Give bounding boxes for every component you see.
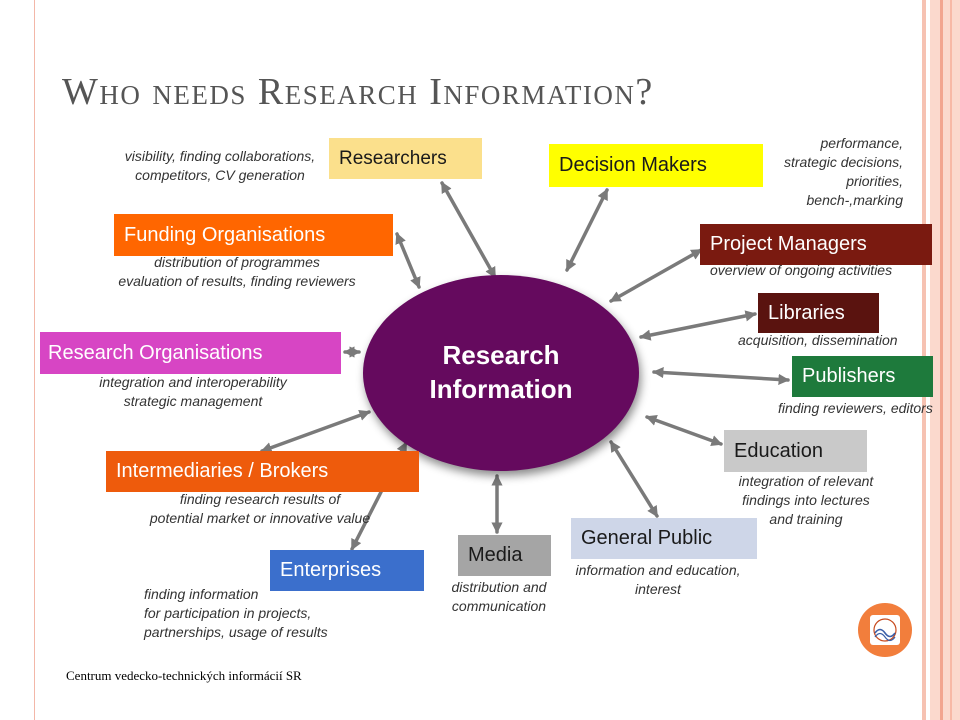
node-label: Decision Makers <box>559 154 707 176</box>
note-project-managers: overview of ongoing activities <box>710 262 893 278</box>
node-intermediaries-brokers: Intermediaries / Brokers <box>106 451 419 492</box>
node-media: Media <box>458 535 551 576</box>
organisation-logo-icon <box>858 603 912 657</box>
arrow-publishers <box>652 366 790 386</box>
node-label: Project Managers <box>710 233 867 255</box>
decorative-band <box>950 0 952 720</box>
hub-ellipse: Research Information <box>363 275 639 471</box>
slide-title: Who needs Research Information? <box>62 71 654 113</box>
note-media: distribution and communication <box>451 579 547 614</box>
footer-organisation: Centrum vedecko-technických informácií S… <box>66 668 302 683</box>
logo-ring <box>873 618 897 642</box>
arrow-funding-organisations <box>395 232 421 289</box>
node-label: Publishers <box>802 365 896 387</box>
arrow-project-managers <box>609 248 703 303</box>
arrow-decision-makers <box>565 188 609 272</box>
note-libraries: acquisition, dissemination <box>738 332 898 348</box>
node-label: Media <box>468 544 523 566</box>
node-researchers: Researchers <box>329 138 482 179</box>
node-publishers: Publishers <box>792 356 933 397</box>
node-label: Libraries <box>768 301 845 324</box>
note-decision-makers: performance, strategic decisions, priori… <box>783 135 903 208</box>
node-general-public: General Public <box>571 518 757 559</box>
note-researchers: visibility, finding collaborations, comp… <box>124 148 316 183</box>
node-label: Intermediaries / Brokers <box>116 460 329 482</box>
left-rule <box>34 0 35 720</box>
arrow-education <box>645 415 723 446</box>
arrow-group <box>260 181 790 551</box>
decorative-band <box>930 0 960 720</box>
node-label: Funding Organisations <box>124 223 326 246</box>
arrow-general-public <box>609 440 659 518</box>
arrow-libraries <box>639 310 757 341</box>
note-intermediaries-brokers: finding research results of potential ma… <box>149 491 371 526</box>
arrow-researchers <box>440 181 497 279</box>
note-research-organisations: integration and interoperability strateg… <box>99 374 287 409</box>
note-enterprises: finding information for participation in… <box>144 586 328 640</box>
node-label: General Public <box>581 527 713 549</box>
logo-wave <box>874 632 896 642</box>
node-label: Researchers <box>339 147 447 169</box>
node-label: Education <box>734 439 823 462</box>
node-research-organisations: Research Organisations <box>40 332 341 374</box>
node-decision-makers: Decision Makers <box>549 144 763 187</box>
node-education: Education <box>724 430 867 472</box>
node-label: Research Organisations <box>48 341 263 364</box>
note-funding-organisations: distribution of programmes evaluation of… <box>118 254 356 289</box>
node-project-managers: Project Managers <box>700 224 932 265</box>
arrow-intermediaries-brokers <box>260 409 371 454</box>
note-general-public: information and education, interest <box>575 562 741 597</box>
logo-wave <box>874 628 896 638</box>
note-education: integration of relevant findings into le… <box>738 473 874 527</box>
node-libraries: Libraries <box>758 293 879 333</box>
node-funding-organisations: Funding Organisations <box>114 214 393 256</box>
node-enterprises: Enterprises <box>270 550 424 591</box>
note-publishers: finding reviewers, editors <box>778 400 933 416</box>
hub-label: Research Information <box>429 340 573 404</box>
decorative-band <box>940 0 943 720</box>
node-label: Enterprises <box>280 559 382 581</box>
